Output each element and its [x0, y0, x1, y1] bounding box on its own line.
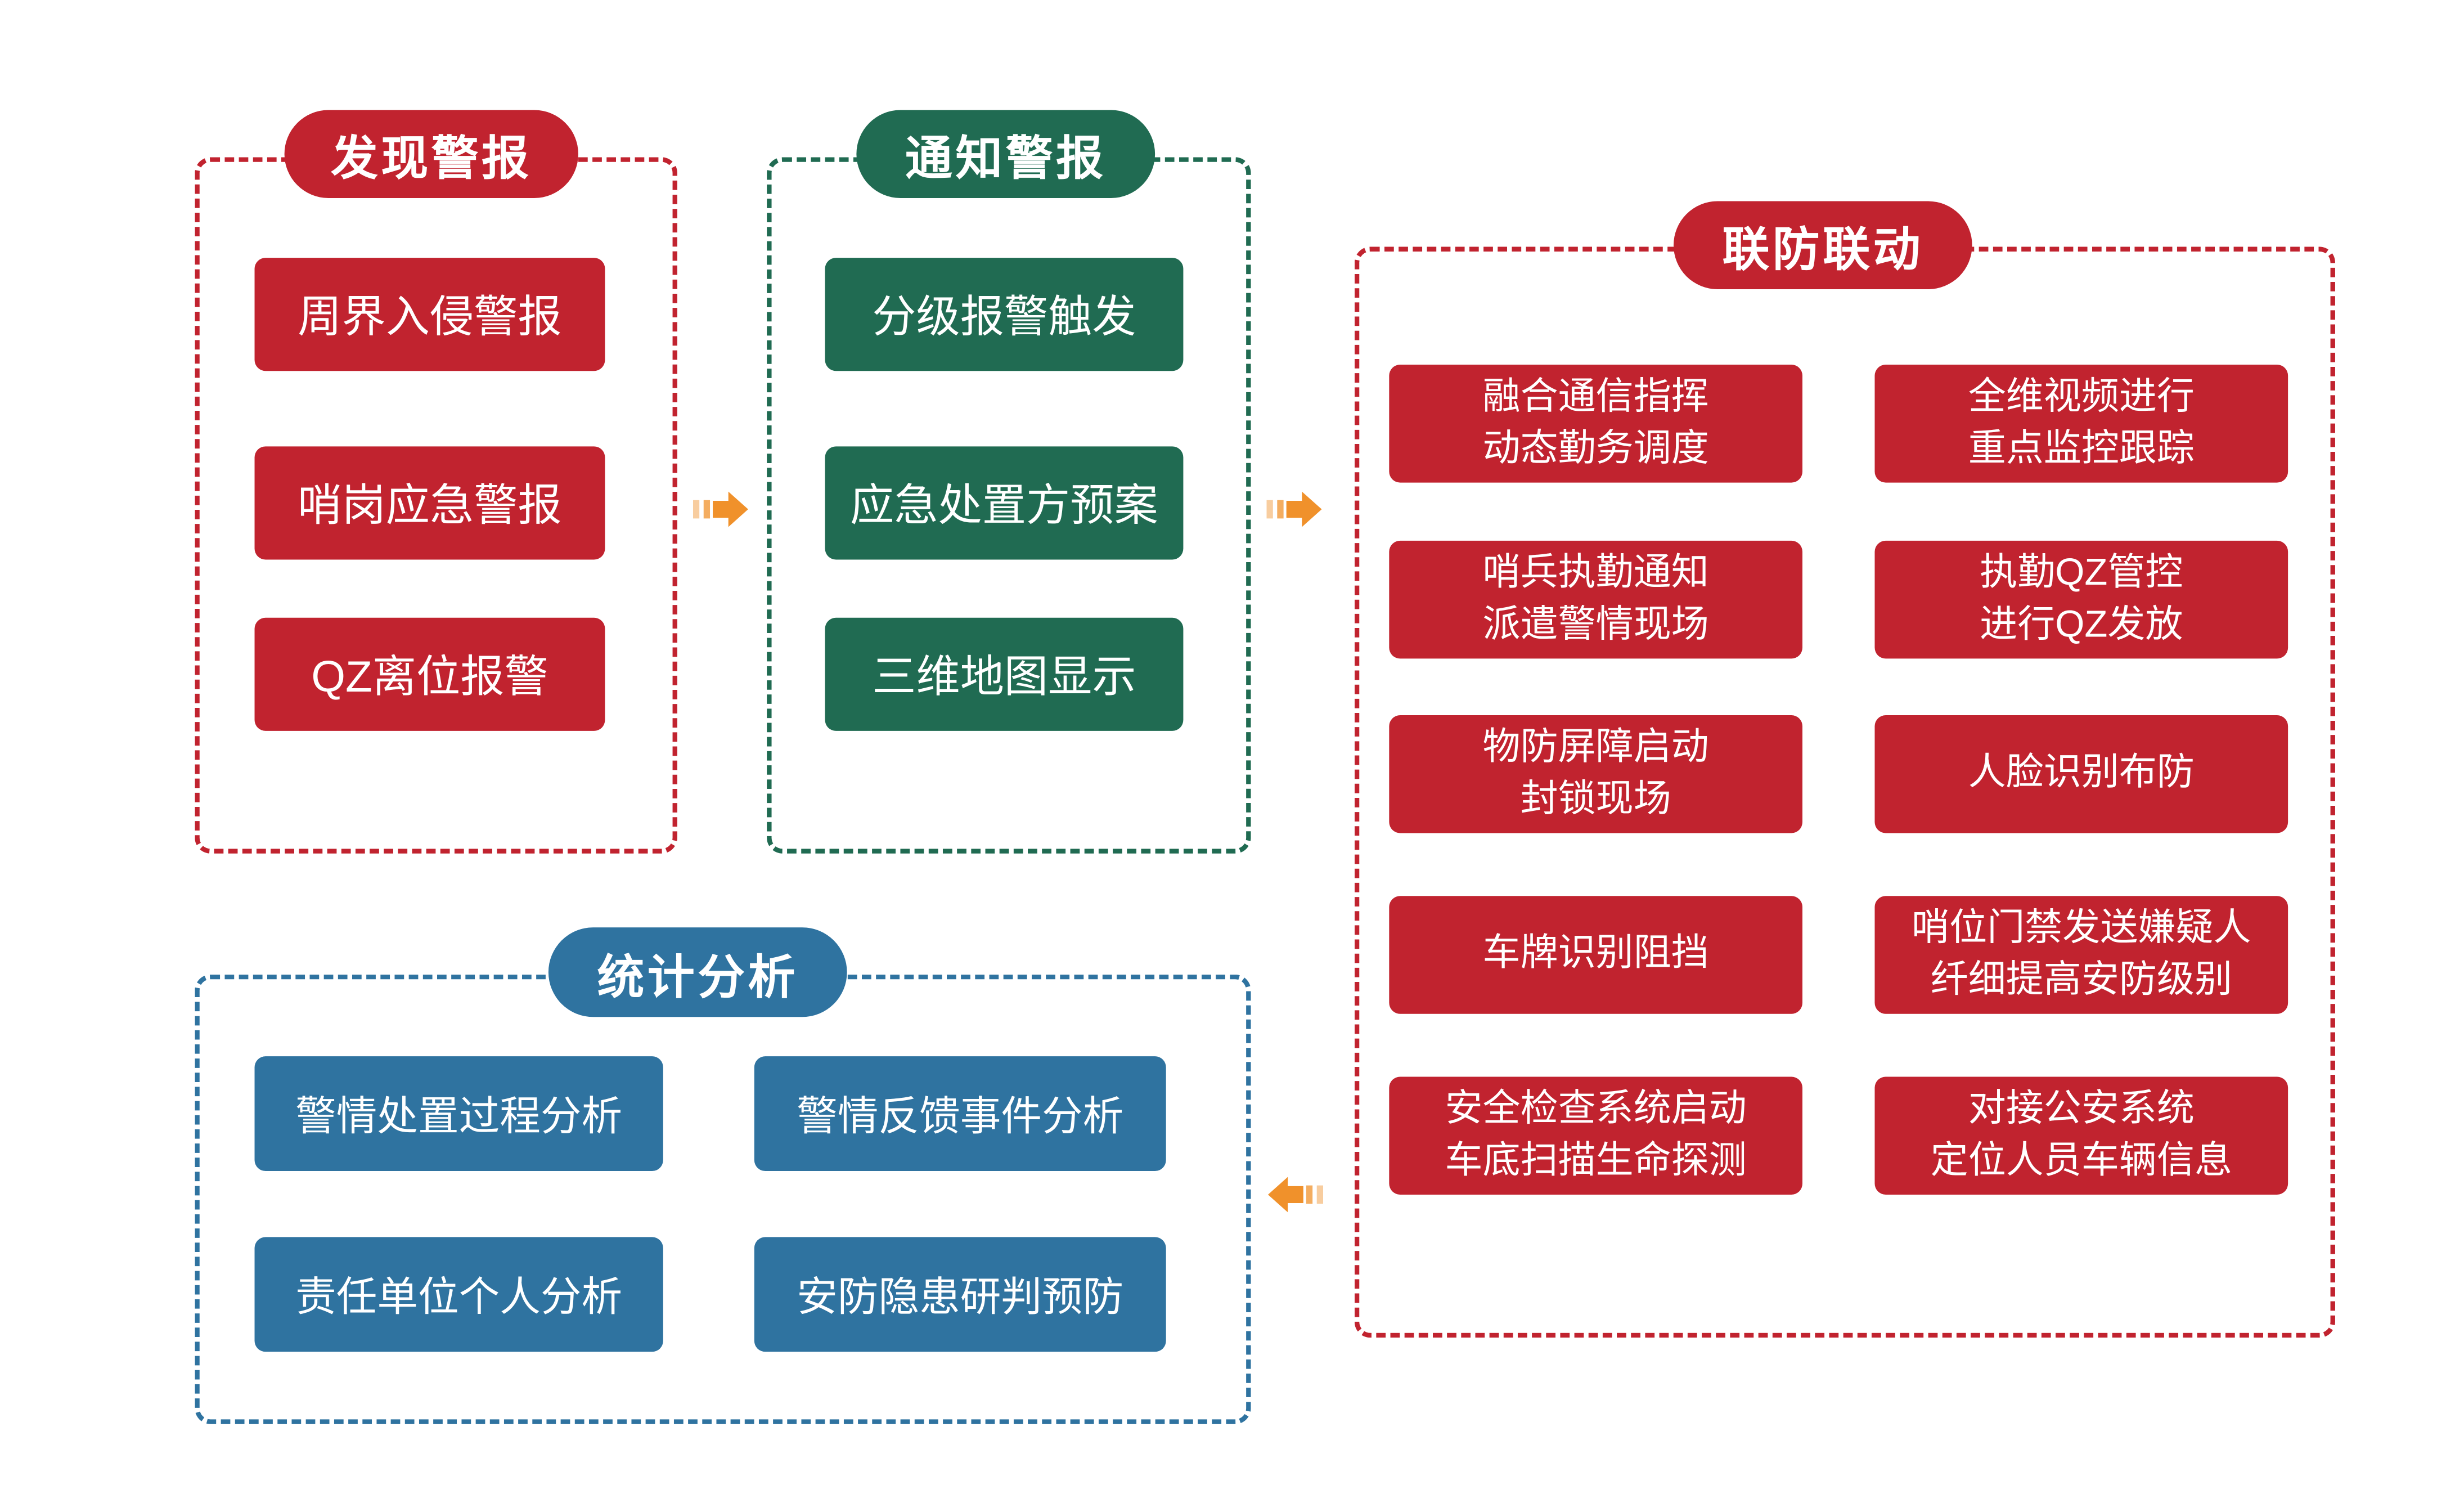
discover-alarm-node-3: QZ离位报警 [254, 617, 605, 731]
joint-defense-right-node-4: 哨位门禁发送嫌疑人 纤细提高安防级别 [1874, 896, 2288, 1014]
joint-defense-left-node-4: 车牌识别阻挡 [1389, 896, 1802, 1014]
joint-defense-right-node-5: 对接公安系统 定位人员车辆信息 [1874, 1076, 2288, 1195]
notify-alarm-node-2: 应急处置方预案 [825, 446, 1184, 560]
statistics-node-3: 责任单位个人分析 [254, 1237, 663, 1352]
discover-alarm-title: 发现警报 [331, 133, 532, 186]
statistics-title: 统计分析 [597, 952, 799, 1004]
statistics-section-border [195, 974, 1251, 1424]
joint-defense-left-node-2: 哨兵执勤通知 派遣警情现场 [1389, 540, 1802, 659]
flow-arrow-joint-defense-to-statistics-icon [1266, 1173, 1324, 1217]
flow-arrow-discover-to-notify-icon [693, 487, 750, 531]
statistics-node-2: 警情反馈事件分析 [754, 1056, 1166, 1172]
joint-defense-title-pill: 联防联动 [1673, 201, 1972, 289]
notify-alarm-node-1: 分级报警触发 [825, 258, 1184, 371]
discover-alarm-node-1: 周界入侵警报 [254, 258, 605, 371]
joint-defense-right-node-2: 执勤QZ管控 进行QZ发放 [1874, 540, 2288, 659]
joint-defense-title: 联防联动 [1722, 225, 1924, 277]
statistics-title-pill: 统计分析 [548, 927, 847, 1017]
joint-defense-left-node-1: 融合通信指挥 动态勤务调度 [1389, 365, 1802, 483]
flow-arrow-notify-to-joint-defense-icon [1266, 487, 1323, 531]
joint-defense-left-node-5: 安全检查系统启动 车底扫描生命探测 [1389, 1076, 1802, 1195]
notify-alarm-title-pill: 通知警报 [856, 110, 1155, 198]
joint-defense-left-node-3: 物防屏障启动 封锁现场 [1389, 715, 1802, 833]
notify-alarm-node-3: 三维地图显示 [825, 617, 1184, 731]
joint-defense-right-node-1: 全维视频进行 重点监控跟踪 [1874, 365, 2288, 483]
joint-defense-right-node-3: 人脸识别布防 [1874, 715, 2288, 833]
discover-alarm-title-pill: 发现警报 [284, 110, 578, 198]
discover-alarm-node-2: 哨岗应急警报 [254, 446, 605, 560]
statistics-node-4: 安防隐患研判预防 [754, 1237, 1166, 1352]
notify-alarm-title: 通知警报 [905, 133, 1107, 186]
statistics-node-1: 警情处置过程分析 [254, 1056, 663, 1172]
